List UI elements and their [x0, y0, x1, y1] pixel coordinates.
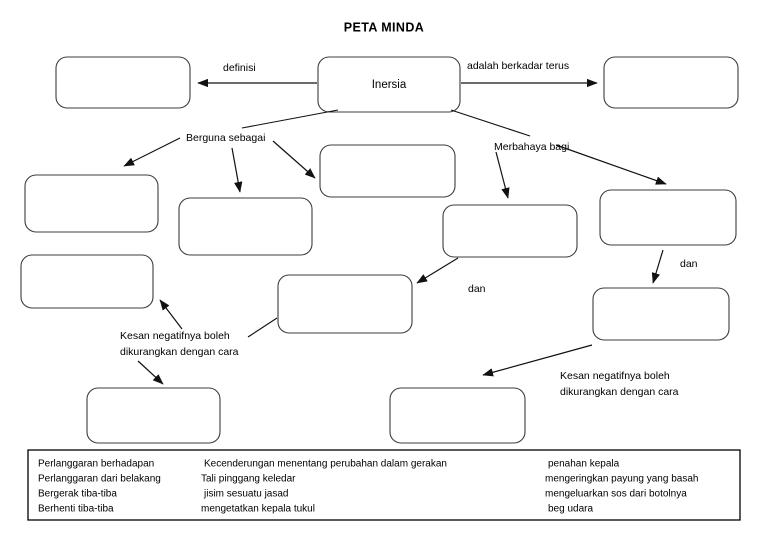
label-kesan-left-line1: Kesan negatifnya boleh	[120, 330, 230, 342]
connector-dan-left	[416, 257, 459, 284]
connector-berguna-middle	[231, 147, 243, 193]
legend-item: Kecenderungan menentang perubahan dalam …	[204, 459, 447, 470]
node-berguna-right[interactable]	[319, 144, 456, 198]
legend-item: Bergerak tiba-tiba	[38, 489, 117, 500]
node-dan-right[interactable]	[592, 287, 730, 341]
legend-item: Perlanggaran berhadapan	[38, 459, 154, 470]
node-kesan-right-target[interactable]	[389, 387, 526, 444]
legend-item: beg udara	[548, 504, 593, 515]
connector-berguna-stem	[241, 109, 339, 129]
edge-label-definisi: definisi	[223, 62, 256, 74]
label-kesan-right-line1: Kesan negatifnya boleh	[560, 370, 670, 382]
node-berkadar-terus[interactable]	[603, 56, 739, 109]
legend-item: mengeluarkan sos dari botolnya	[545, 489, 687, 500]
connector-kesan-left-up	[159, 299, 183, 330]
label-kesan-right-line2: dikurangkan dengan cara	[560, 386, 679, 398]
legend-item: Tali pinggang keledar	[201, 474, 296, 485]
edge-label-dan-middle: dan	[468, 283, 486, 295]
page-title: PETA MINDA	[344, 20, 424, 34]
connector-merbahaya-stem	[450, 109, 531, 137]
legend-item: Perlanggaran dari belakang	[38, 474, 161, 485]
edge-label-dan-right: dan	[680, 258, 698, 270]
connector-kesan-left-down	[137, 360, 164, 385]
legend-item: mengetatkan kepala tukul	[201, 504, 315, 515]
connector-kesan-right-down	[482, 344, 593, 377]
legend-item: mengeringkan payung yang basah	[545, 474, 698, 485]
connector-merbahaya-right	[555, 144, 667, 185]
node-merbahaya-right[interactable]	[599, 189, 737, 246]
legend-item: penahan kepala	[548, 459, 620, 470]
connector-berguna-right	[272, 140, 316, 179]
node-definisi[interactable]	[55, 56, 191, 109]
edge-label-berguna: Berguna sebagai	[186, 132, 265, 144]
label-kesan-left-line2: dikurangkan dengan cara	[120, 346, 239, 358]
edge-label-berkadar: adalah berkadar terus	[467, 60, 569, 72]
center-node-inersia[interactable]	[317, 56, 461, 113]
legend-item: Berhenti tiba-tiba	[38, 504, 114, 515]
node-merbahaya-left[interactable]	[442, 204, 578, 258]
node-berguna-left[interactable]	[24, 174, 159, 233]
edge-label-merbahaya: Merbahaya bagi	[494, 141, 569, 153]
connector-kesan-left-stem	[247, 317, 278, 338]
node-dan-left[interactable]	[277, 274, 413, 334]
connector-berguna-left	[123, 137, 181, 167]
legend-container	[27, 449, 741, 521]
connector-dan-right	[651, 249, 664, 284]
node-kesan-left-source[interactable]	[20, 254, 154, 309]
legend-item: jisim sesuatu jasad	[203, 489, 288, 500]
node-berguna-middle[interactable]	[178, 197, 313, 256]
center-node-label: Inersia	[372, 79, 407, 91]
connector-merbahaya-left	[495, 151, 510, 199]
node-kesan-left-target[interactable]	[86, 387, 221, 444]
